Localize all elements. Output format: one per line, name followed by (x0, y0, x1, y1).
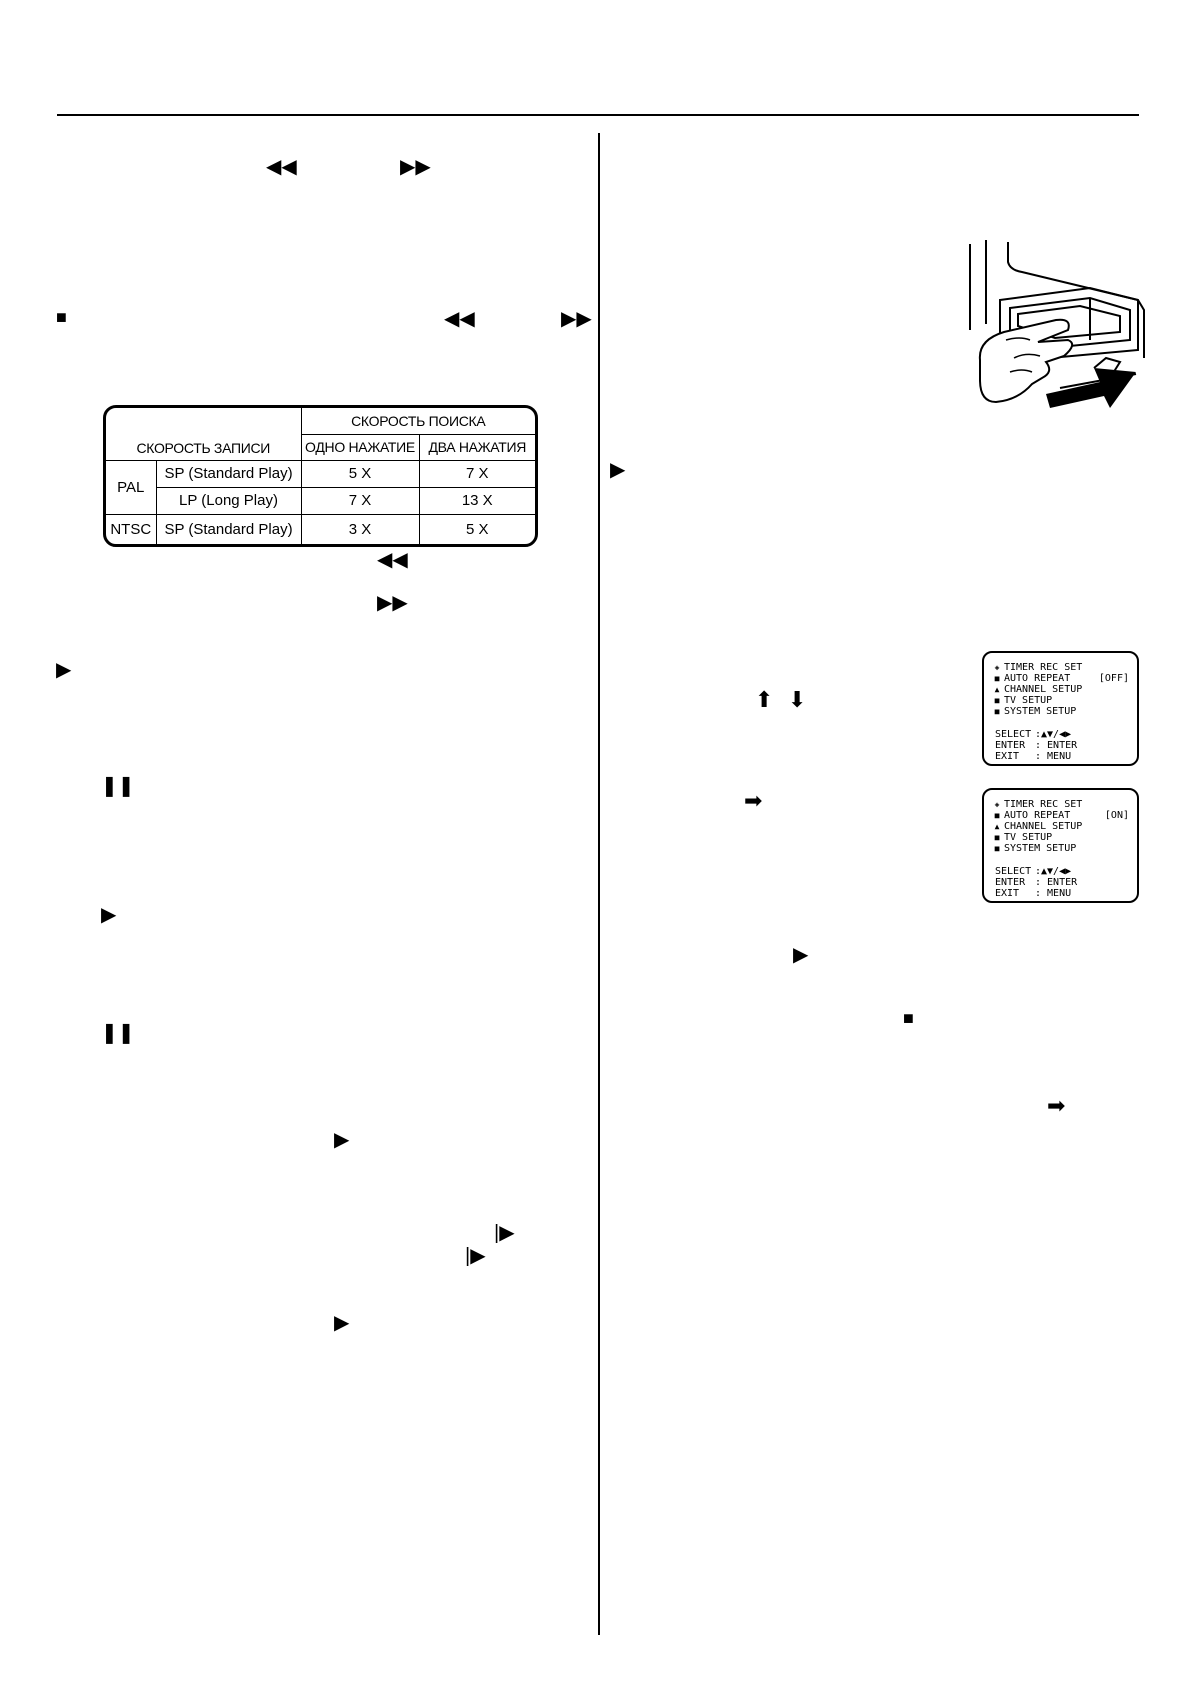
fast-forward-icon: ▶▶ (561, 308, 592, 330)
menu-item: ■TV SETUP (990, 695, 1082, 706)
selection-cursor-icon: ■ (994, 811, 1000, 820)
right-arrow-icon: ➡ (1047, 1093, 1066, 1118)
auto-repeat-value: [OFF] (1098, 673, 1129, 684)
menu-item: ■SYSTEM SETUP (990, 706, 1082, 717)
value-cell: 7 X (300, 486, 420, 515)
system-cell: NTSC (106, 513, 157, 544)
play-icon: ▶ (101, 904, 117, 926)
value-cell: 3 X (300, 513, 420, 544)
key-hint: EXIT: MENU (995, 888, 1072, 899)
play-icon: ▶ (610, 459, 626, 481)
search-speed-table: СКОРОСТЬ ЗАПИСИ СКОРОСТЬ ПОИСКА ОДНО НАЖ… (103, 405, 538, 547)
menu-item: ■AUTO REPEAT (990, 810, 1082, 821)
pause-icon: ❚❚ (101, 1022, 135, 1044)
rewind-icon: ◀◀ (266, 156, 297, 178)
bullet-icon: ■ (994, 833, 1000, 842)
antenna-icon: ▲ (994, 685, 1000, 694)
key-hint: ENTER: ENTER (995, 740, 1078, 751)
value-cell: 7 X (418, 459, 535, 488)
pause-icon: ❚❚ (101, 775, 135, 797)
stop-icon: ■ (56, 307, 67, 327)
bullet-icon: ■ (994, 696, 1000, 705)
mode-cell: LP (Long Play) (156, 486, 302, 515)
key-hint: SELECT:▲▼/◀▶ (995, 866, 1072, 877)
rewind-icon: ◀◀ (377, 549, 408, 571)
bullet-icon: ■ (994, 707, 1000, 716)
timer-icon: ◈ (994, 800, 1000, 809)
fast-forward-icon: ▶▶ (400, 156, 431, 178)
menu-item: ◈TIMER REC SET (990, 799, 1083, 810)
recording-speed-header: СКОРОСТЬ ЗАПИСИ (106, 408, 302, 461)
osd-menu-auto-repeat-off: ◈TIMER REC SET ■AUTO REPEAT ▲CHANNEL SET… (982, 651, 1139, 766)
down-arrow-icon: ⬇ (788, 687, 807, 712)
auto-repeat-value: [ON] (1104, 810, 1129, 821)
search-speed-header: СКОРОСТЬ ПОИСКА (300, 408, 535, 435)
menu-item: ▲CHANNEL SETUP (990, 684, 1083, 695)
value-cell: 5 X (418, 513, 535, 544)
vcr-cassette-insert-illustration (969, 240, 1145, 408)
menu-item: ■AUTO REPEAT (990, 673, 1082, 684)
timer-icon: ◈ (994, 663, 1000, 672)
column-divider (598, 133, 600, 1635)
top-rule (57, 114, 1139, 116)
twice-press-header: ДВА НАЖАТИЯ (418, 433, 535, 461)
menu-item: ◈TIMER REC SET (990, 662, 1083, 673)
antenna-icon: ▲ (994, 822, 1000, 831)
menu-item: ▲CHANNEL SETUP (990, 821, 1083, 832)
mode-cell: SP (Standard Play) (155, 513, 302, 544)
slow-icon: |▶ (465, 1245, 486, 1267)
bullet-icon: ■ (994, 844, 1000, 853)
system-cell: PAL (106, 459, 157, 515)
rewind-icon: ◀◀ (444, 308, 475, 330)
stop-icon: ■ (903, 1008, 914, 1028)
play-icon: ▶ (334, 1312, 350, 1334)
play-icon: ▶ (334, 1129, 350, 1151)
up-arrow-icon: ⬆ (755, 687, 774, 712)
value-cell: 13 X (418, 486, 535, 515)
right-arrow-icon: ➡ (744, 788, 763, 813)
mode-cell: SP (Standard Play) (155, 459, 302, 488)
menu-item: ■TV SETUP (990, 832, 1082, 843)
key-hint: SELECT:▲▼/◀▶ (995, 729, 1072, 740)
selection-cursor-icon: ■ (994, 674, 1000, 683)
fast-forward-icon: ▶▶ (377, 592, 408, 614)
value-cell: 5 X (300, 459, 420, 488)
slow-icon: |▶ (494, 1222, 515, 1244)
play-icon: ▶ (56, 659, 72, 681)
osd-menu-auto-repeat-on: ◈TIMER REC SET ■AUTO REPEAT ▲CHANNEL SET… (982, 788, 1139, 903)
once-press-header: ОДНО НАЖАТИЕ (301, 433, 420, 461)
menu-item: ■SYSTEM SETUP (990, 843, 1082, 854)
key-hint: EXIT: MENU (995, 751, 1072, 762)
play-icon: ▶ (793, 944, 809, 966)
key-hint: ENTER: ENTER (995, 877, 1078, 888)
